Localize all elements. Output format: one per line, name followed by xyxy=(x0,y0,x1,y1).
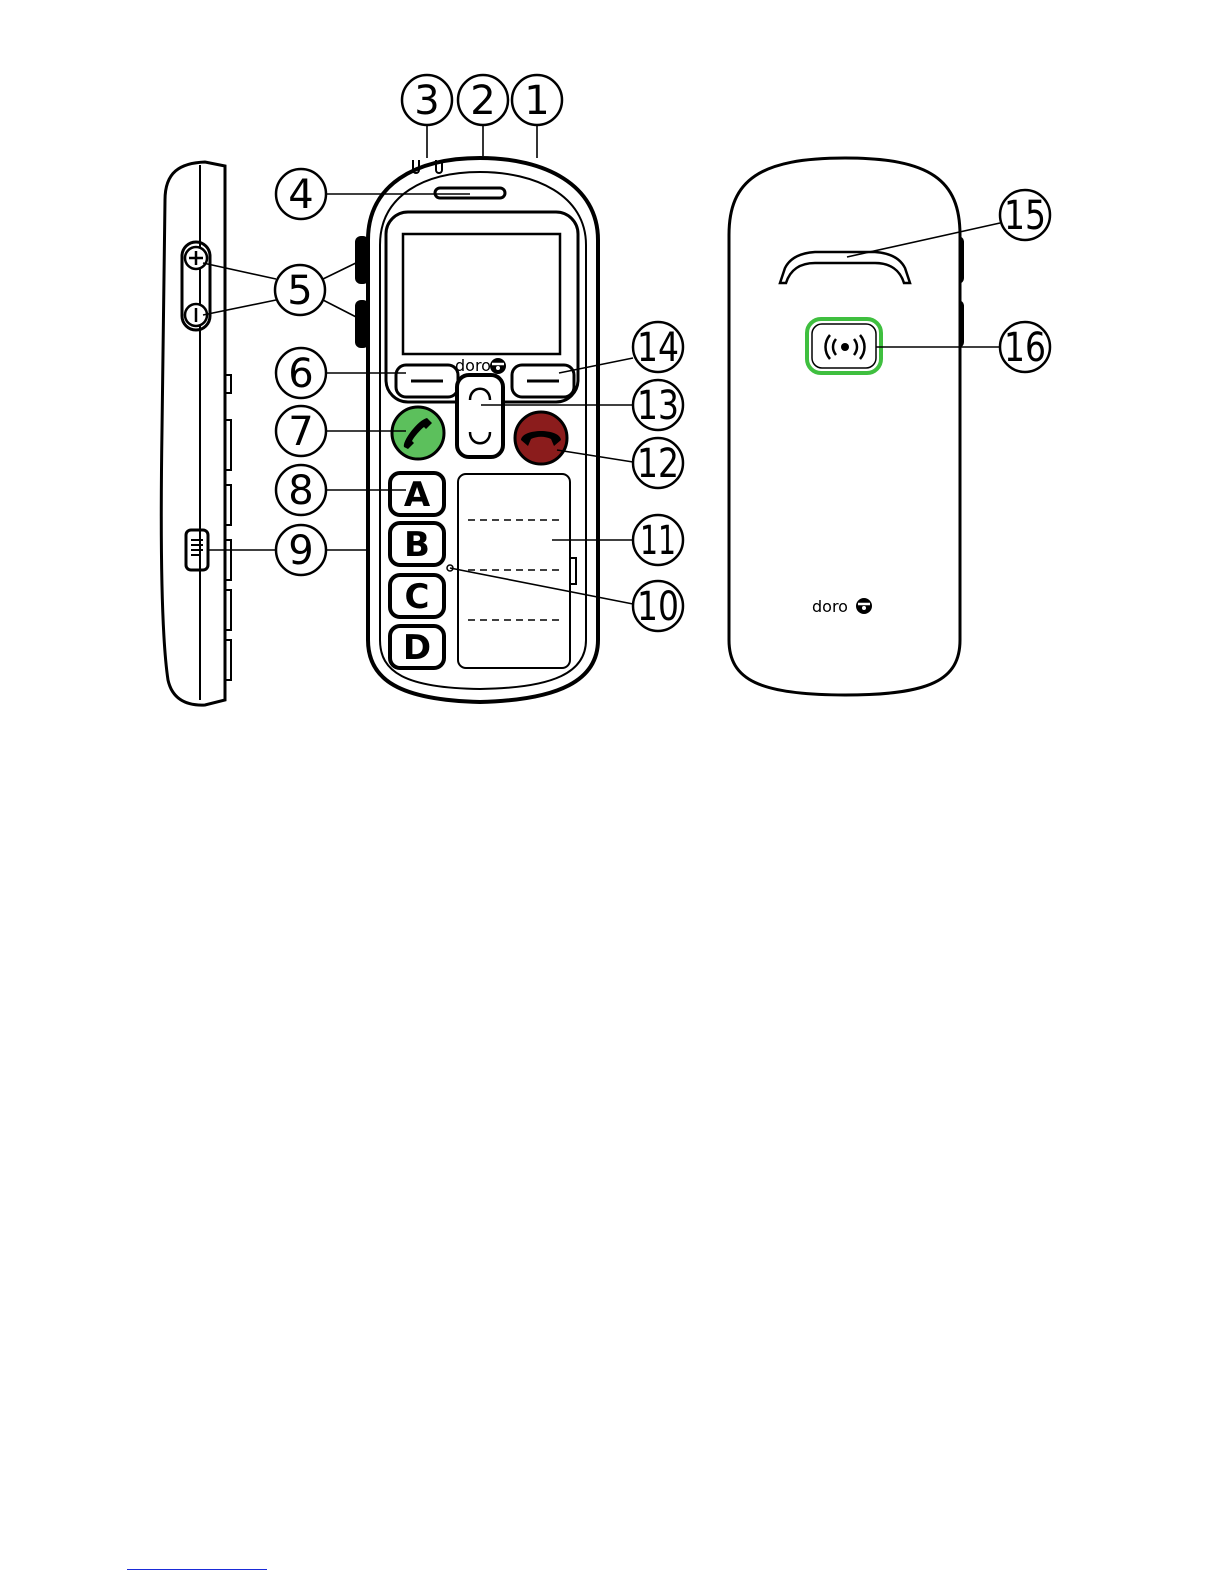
memory-key-b-label: B xyxy=(404,525,430,565)
memory-key-a-label: A xyxy=(404,475,431,515)
call-key xyxy=(392,407,444,459)
memory-key-c-label: C xyxy=(405,577,430,617)
side-menu-key-icon xyxy=(191,540,203,555)
callout-8-label: 8 xyxy=(288,468,313,514)
callout-10-label: 10 xyxy=(637,584,679,630)
navigation-key xyxy=(457,375,503,457)
front-brand-logo: doro xyxy=(455,356,491,375)
callout-5-label: 5 xyxy=(287,268,312,314)
callout-4-label: 4 xyxy=(288,172,313,218)
callout-1-label: 1 xyxy=(524,78,549,124)
side-view xyxy=(161,162,231,705)
callout-9-label: 9 xyxy=(288,528,313,574)
doro-logo-icon xyxy=(490,358,506,374)
callout-3-label: 3 xyxy=(414,78,439,124)
callout-15-label: 15 xyxy=(1004,193,1046,239)
callout-16-label: 16 xyxy=(1004,325,1046,371)
callout-2-label: 2 xyxy=(470,78,495,124)
doro-logo-icon xyxy=(856,598,872,614)
callout-7-label: 7 xyxy=(288,409,313,455)
end-key xyxy=(515,412,567,464)
callout-11-label: 11 xyxy=(640,518,676,564)
callout-13-label: 13 xyxy=(637,383,679,429)
volume-plus-icon xyxy=(185,247,207,269)
callout-6-label: 6 xyxy=(288,351,313,397)
footnote-separator xyxy=(127,1569,267,1570)
callout-14-label: 14 xyxy=(637,325,679,371)
callout-12-label: 12 xyxy=(637,441,679,487)
back-brand-logo: doro xyxy=(812,597,848,616)
memory-key-d-label: D xyxy=(403,628,431,668)
